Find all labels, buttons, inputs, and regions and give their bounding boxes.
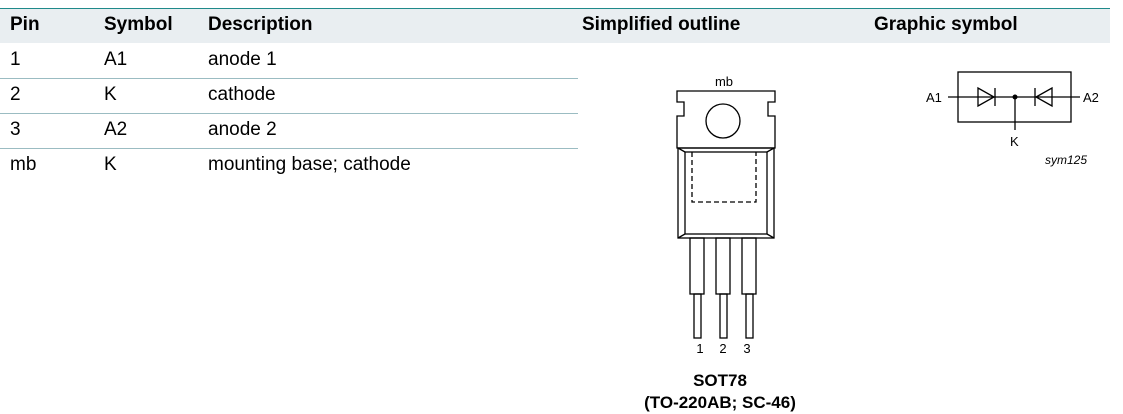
- outline-pin-label: 3: [743, 341, 750, 356]
- header-description: Description: [208, 14, 313, 35]
- outline-pin-label: 2: [719, 341, 726, 356]
- cell-description: cathode: [208, 84, 276, 105]
- cell-pin: 1: [10, 49, 21, 70]
- row-divider: [0, 113, 578, 114]
- package-name: SOT78: [693, 371, 747, 390]
- top-rule: [0, 8, 1110, 9]
- cell-pin: mb: [10, 154, 37, 175]
- cell-pin: 2: [10, 84, 21, 105]
- outline-pin-label: 1: [696, 341, 703, 356]
- package-alias: (TO-220AB; SC-46): [644, 393, 796, 412]
- symbol-reference: sym125: [1045, 153, 1087, 167]
- cell-symbol: K: [104, 84, 117, 105]
- cell-pin: 3: [10, 119, 21, 140]
- row-divider: [0, 78, 578, 79]
- cell-description: mounting base; cathode: [208, 154, 411, 175]
- header-pin: Pin: [10, 14, 40, 35]
- symbol-label-a2: A2: [1083, 90, 1099, 105]
- table-header-band: [0, 9, 1110, 43]
- outline-tab-label: mb: [715, 74, 733, 89]
- cell-symbol: K: [104, 154, 117, 175]
- cell-description: anode 1: [208, 49, 277, 70]
- header-graphic-symbol: Graphic symbol: [874, 14, 1018, 35]
- symbol-label-k: K: [1010, 134, 1019, 149]
- cell-symbol: A2: [104, 119, 128, 140]
- package-outline-drawing: mb 1 2 3: [676, 74, 776, 356]
- cell-description: anode 2: [208, 119, 277, 140]
- row-divider: [0, 148, 578, 149]
- symbol-label-a1: A1: [926, 90, 942, 105]
- graphic-symbol-drawing: A1 A2 K sym125: [926, 71, 1099, 167]
- header-simplified-outline: Simplified outline: [582, 14, 741, 35]
- cell-symbol: A1: [104, 49, 128, 70]
- header-symbol: Symbol: [104, 14, 173, 35]
